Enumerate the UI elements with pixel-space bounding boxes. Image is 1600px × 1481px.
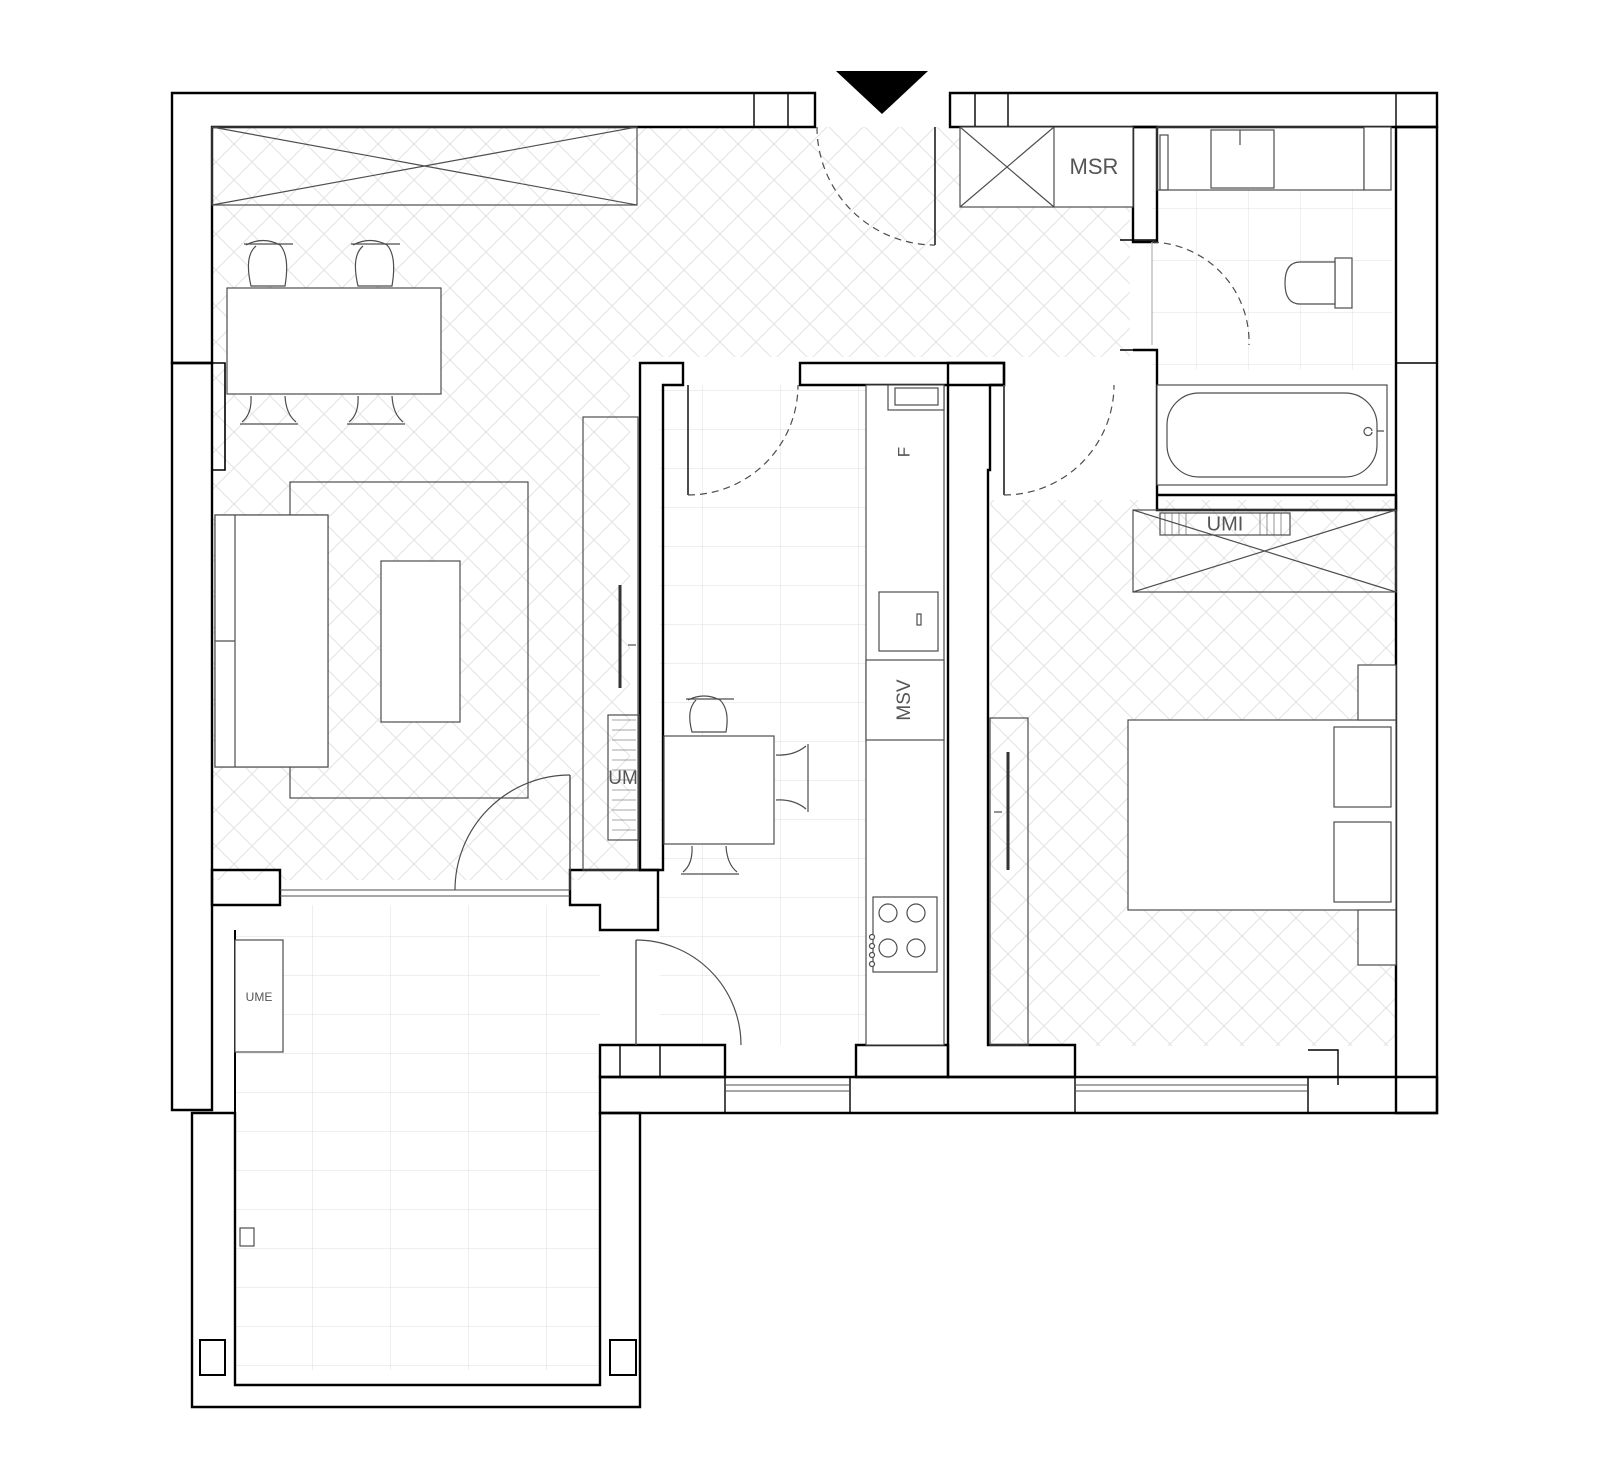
shelf-left [1159, 134, 1169, 191]
label-ume: UME [246, 990, 273, 1004]
glazing-living-balcony [280, 889, 570, 897]
bedroom-door-swing [1003, 384, 1115, 496]
top-window-left [753, 93, 789, 127]
wall-living-balcony-left [210, 868, 282, 907]
labels: MSR UMI UM F MSV UME [246, 154, 1244, 1004]
kitchen-pier-bottom [854, 1043, 950, 1079]
kitchen-furniture [663, 384, 945, 1046]
ac-unit-living [607, 714, 640, 841]
living-balcony-door-swing [454, 774, 571, 891]
glazing-kitchen-bottom [725, 1084, 850, 1092]
label-um: UM [608, 768, 638, 789]
toilet-tank [1334, 257, 1353, 309]
msr-cross [959, 126, 1055, 208]
bathroom-fixtures [1156, 126, 1392, 486]
kitchen-chair [775, 744, 809, 812]
kitchen-chair [681, 845, 739, 875]
dining-chair [240, 395, 298, 425]
hob-burner [878, 938, 898, 958]
label-msr: MSR [1070, 154, 1119, 179]
dining-chair [347, 395, 405, 425]
balcony-parapet [190, 1111, 642, 1409]
label-msv: MSV [894, 679, 915, 721]
top-window-right [974, 93, 1009, 127]
kitchen-table [663, 735, 775, 845]
shelf-right [1363, 126, 1392, 191]
sink-tap [916, 613, 922, 626]
hall-wardrobe [211, 126, 638, 206]
glazing [280, 889, 1308, 1092]
hob-burner [906, 938, 926, 958]
balcony-items [234, 939, 284, 1247]
bedroom-tv-cabinet [989, 717, 1029, 1046]
bottom-window-kitchen [724, 1077, 851, 1113]
entrance-door-swing [816, 126, 936, 246]
hob-knob [868, 933, 876, 941]
ac-unit-bedroom [1159, 512, 1291, 536]
hall-cabinets [959, 126, 1134, 208]
hob-knob [868, 942, 876, 950]
balcony-floor [235, 905, 600, 1370]
wall-bottom [598, 1075, 1439, 1115]
wall-kitchen-pier-low-inner [619, 1045, 661, 1077]
bottom-pier-right [1308, 1049, 1339, 1085]
msr-cabinet [959, 126, 1134, 208]
ume-unit [234, 939, 284, 1053]
kitchen-door-swing [687, 384, 799, 496]
living-furniture [211, 126, 640, 871]
balcony-post-left [199, 1339, 226, 1376]
doors [454, 126, 1250, 1046]
pillow [1333, 821, 1392, 903]
washbasin [1210, 129, 1275, 189]
kitchen-balcony-door-swing [635, 939, 742, 1046]
wall-bathroom-left-jamb [1120, 239, 1157, 351]
dining-chair [244, 239, 293, 287]
label-umi: UMI [1207, 513, 1244, 535]
bottom-window-bedroom [1074, 1077, 1309, 1113]
wall-living-balcony-mid [568, 868, 660, 932]
hob-burner [906, 903, 926, 923]
wall-left [170, 361, 214, 1112]
toilet-bowl [1284, 261, 1336, 305]
wall-right [1394, 125, 1439, 1115]
bathroom-floor [1152, 190, 1392, 370]
dining-table [226, 287, 442, 395]
wall-left-jamb [172, 362, 226, 471]
ac-unit-bedroom-grille [1164, 513, 1282, 535]
wall-top-right [948, 91, 1439, 129]
nightstand [1357, 664, 1397, 721]
balcony-post-right [609, 1339, 637, 1376]
tv-cabinet [582, 416, 639, 871]
label-f: F [894, 447, 913, 457]
bathroom-door-swing [1151, 241, 1250, 346]
nightstand [1357, 909, 1397, 966]
bathtub-inner [1166, 392, 1378, 478]
bathtub-tap [1363, 426, 1384, 437]
pillow [1333, 726, 1392, 808]
wall-hall-header [798, 361, 1006, 387]
hob-knob [868, 951, 876, 959]
hob-knob [868, 960, 876, 968]
kitchen-upper-block [887, 384, 945, 411]
wall-kitchen-pier-low [598, 1043, 727, 1079]
bedroom-wardrobe-cross [1132, 509, 1397, 593]
balcony-socket [239, 1227, 255, 1247]
sink [878, 591, 939, 652]
ac-unit-living-grille [612, 719, 636, 831]
dining-chair [351, 239, 400, 287]
bedroom-furniture [989, 509, 1397, 1046]
hall-wardrobe-cross [211, 126, 638, 206]
coffee-table [380, 560, 461, 723]
entrance-arrow-icon [836, 71, 928, 114]
hob-burner [878, 903, 898, 923]
kitchen-chair [686, 695, 734, 733]
msv-appliance [865, 659, 945, 741]
kitchen-upper-inner [894, 387, 939, 406]
glazing-bedroom-bottom [1075, 1084, 1308, 1092]
bedroom-wardrobe [1132, 509, 1397, 593]
